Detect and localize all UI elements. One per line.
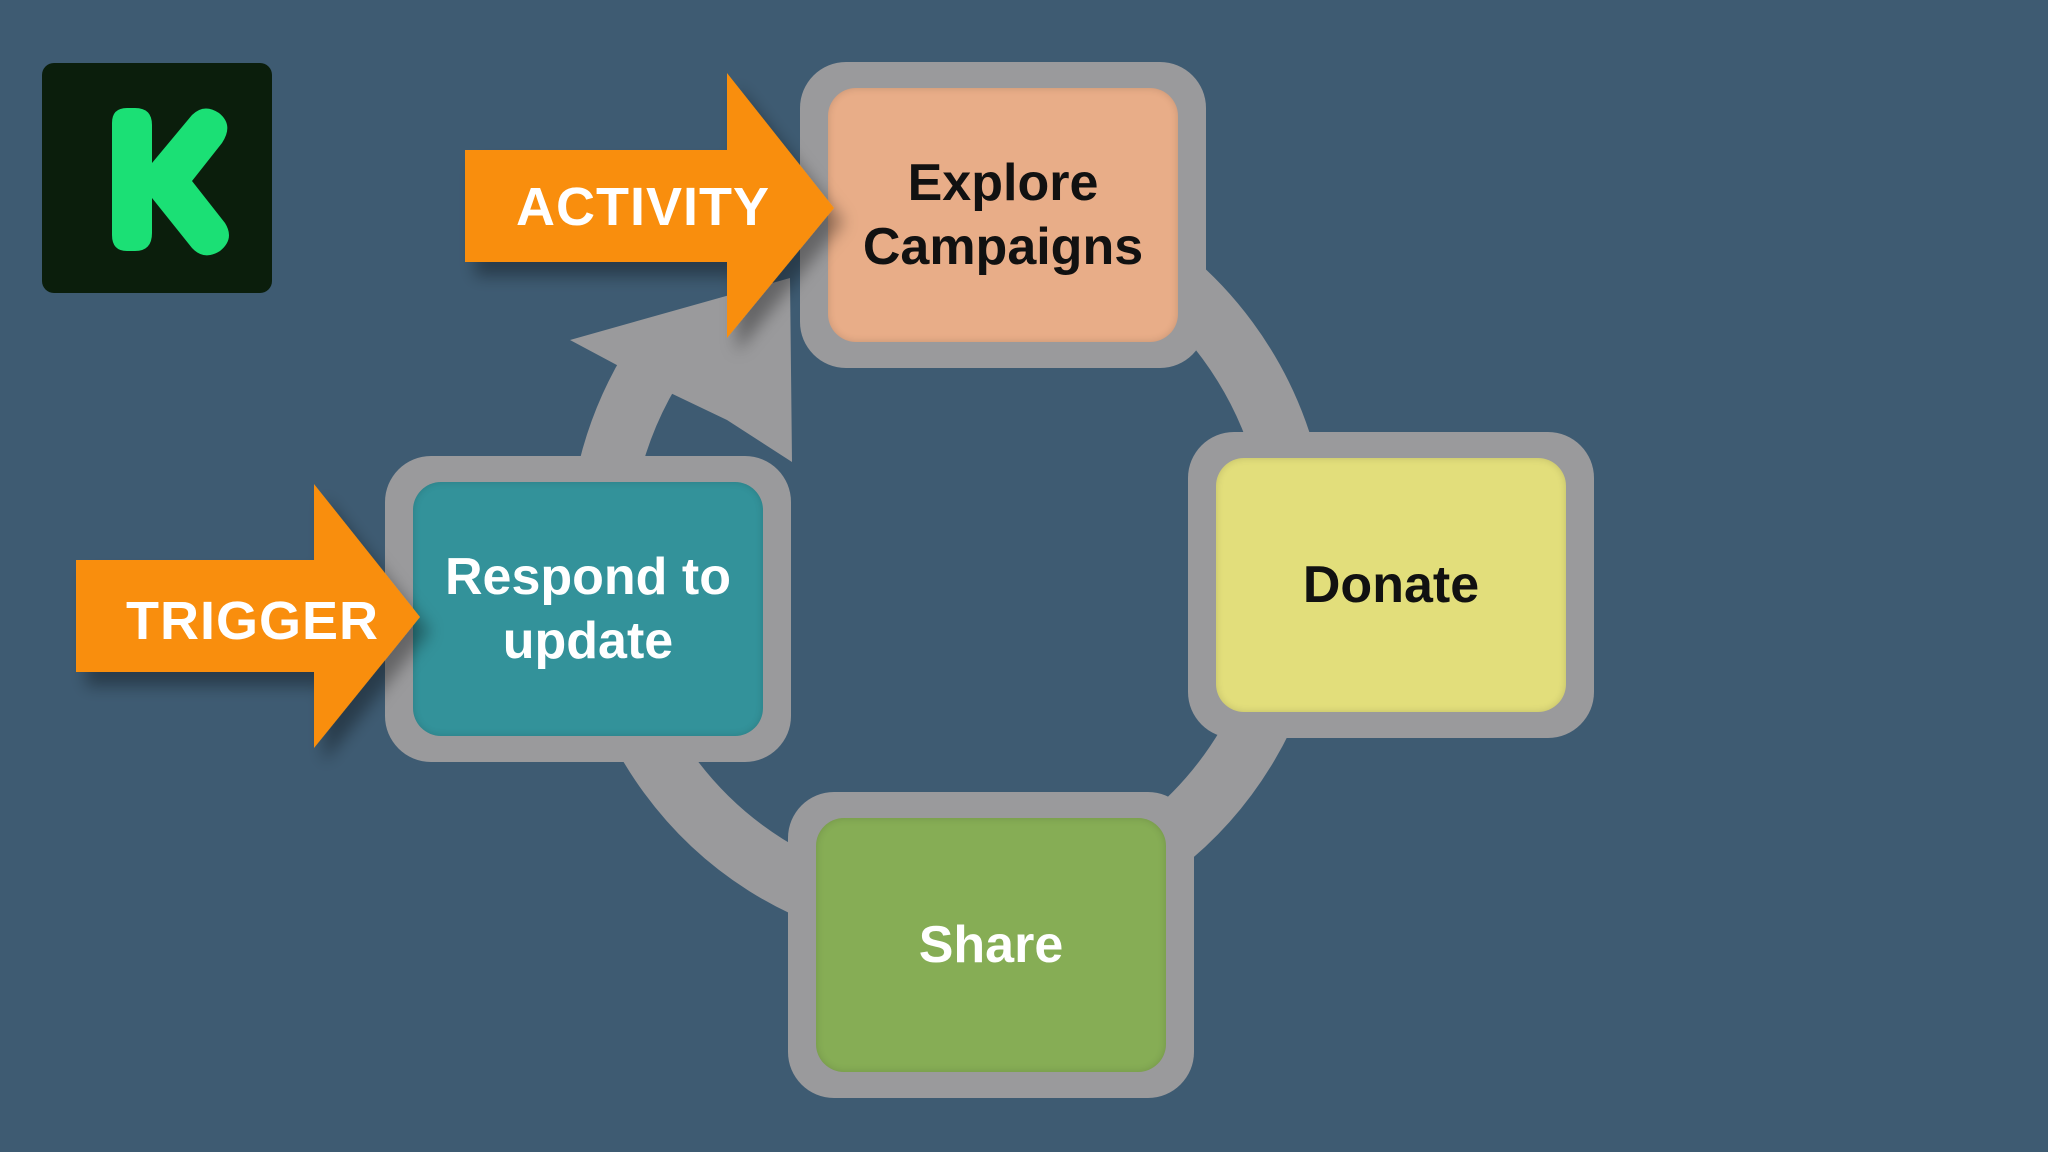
trigger-label: TRIGGER — [126, 591, 380, 651]
k-logo-icon — [112, 108, 229, 256]
node-explore-campaigns: Explore Campaigns — [828, 88, 1178, 342]
node-share-label: Share — [918, 916, 1064, 974]
node-respond-to-update: Respond to update — [413, 482, 763, 736]
node-respond-label: Respond to update — [445, 548, 731, 670]
node-explore-label: Explore Campaigns — [862, 154, 1144, 276]
node-donate: Donate — [1216, 458, 1566, 712]
activity-label: ACTIVITY — [516, 177, 771, 237]
node-donate-label: Donate — [1302, 556, 1480, 614]
node-share: Share — [816, 818, 1166, 1072]
kickstarter-logo — [42, 63, 272, 293]
